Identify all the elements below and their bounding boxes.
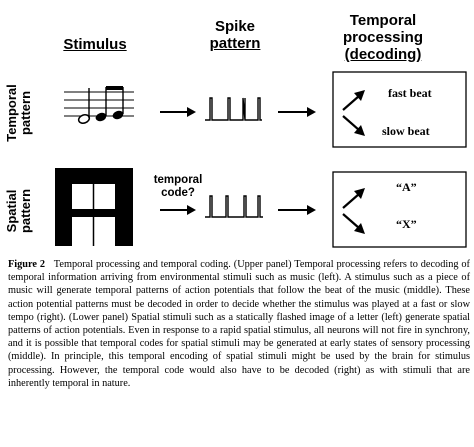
label-temporal-code-line2: code? xyxy=(161,187,195,199)
header-temporal-line2: processing xyxy=(342,29,424,46)
arrow-stimulus-to-spike-upper xyxy=(160,107,196,117)
eighth-notes-icon xyxy=(95,86,124,122)
header-temporal-processing: Temporal processing (decoding) xyxy=(318,12,448,63)
header-spike-pattern: Spike pattern xyxy=(190,18,280,52)
header-temporal-line3: (decoding) xyxy=(344,46,422,63)
header-stimulus: Stimulus xyxy=(63,36,127,53)
figure-panel: Stimulus Spike pattern Temporal processi… xyxy=(4,12,467,248)
spike-train-lower xyxy=(205,195,263,218)
header-spike-line1: Spike xyxy=(214,18,256,35)
header-spike-line2: pattern xyxy=(209,35,261,52)
header-temporal-line1: Temporal xyxy=(349,12,417,29)
arrow-stimulus-to-spike-lower xyxy=(160,205,196,215)
decision-arrow-slow xyxy=(342,115,365,136)
decision-arrow-fast xyxy=(342,90,365,111)
label-fast-beat: fast beat xyxy=(388,86,432,100)
spike-train-upper xyxy=(205,97,262,121)
figure-graphics xyxy=(55,71,467,248)
letter-a-stimulus-icon xyxy=(55,168,133,246)
caption-figure-label: Figure 2 xyxy=(8,259,46,270)
decision-arrow-x xyxy=(342,213,365,234)
label-slow-beat: slow beat xyxy=(382,124,430,138)
decoding-box-lower xyxy=(332,171,467,248)
decoding-box-upper xyxy=(332,71,467,148)
label-letter-a: “A” xyxy=(396,180,417,194)
label-temporal-code-line1: temporal xyxy=(153,174,203,186)
decision-arrow-a xyxy=(342,188,365,209)
figure-caption: Figure 2 Temporal processing and tempora… xyxy=(8,258,470,390)
caption-text: Temporal processing and temporal coding.… xyxy=(8,259,470,389)
label-letter-x: “X” xyxy=(396,217,417,231)
arrow-spike-to-processing-lower xyxy=(278,205,316,215)
label-temporal-code: temporal code? xyxy=(148,174,208,200)
half-note-icon xyxy=(77,88,91,124)
arrow-spike-to-processing-upper xyxy=(278,107,316,117)
